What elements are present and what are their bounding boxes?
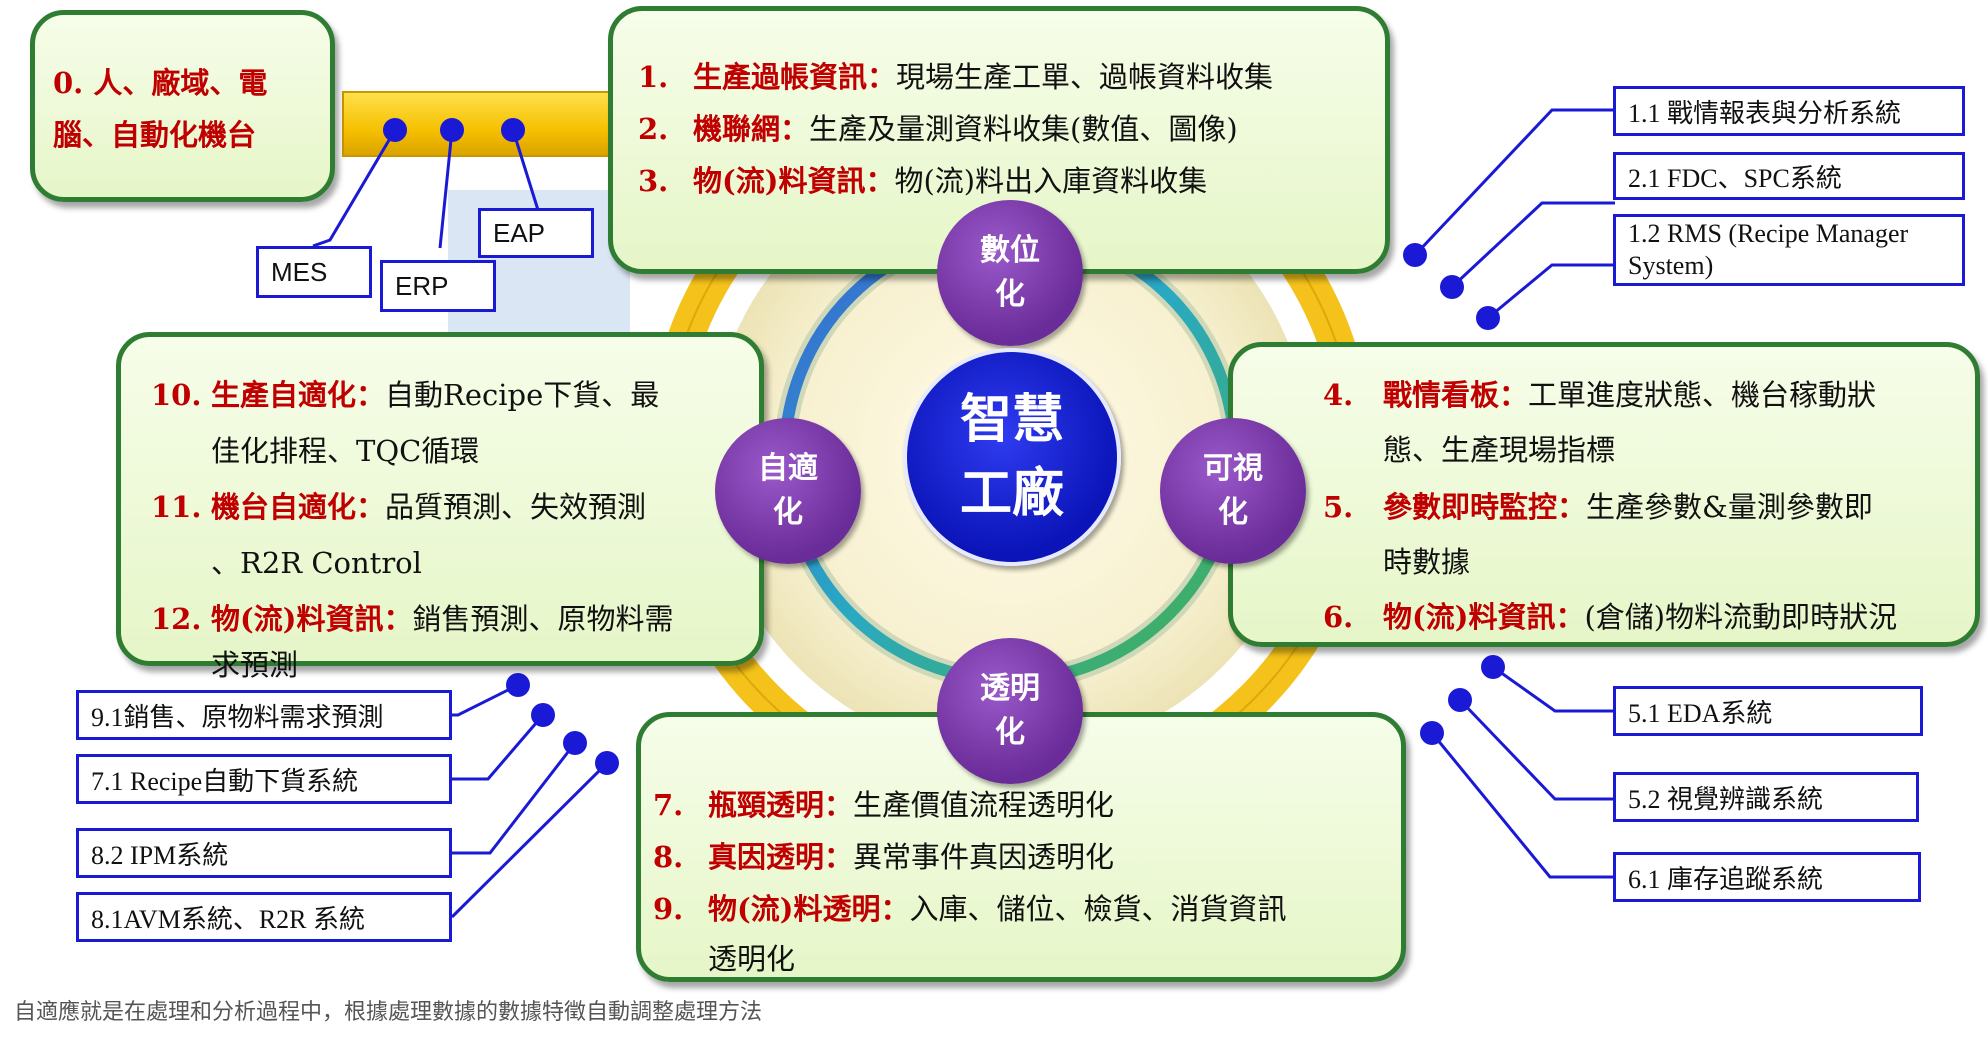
- system-erp: ERP: [380, 260, 496, 312]
- item-12: 12.物(流)料資訊：銷售預測、原物料需: [151, 602, 674, 636]
- item-4: 4.戰情看板：工單進度狀態、機台稼動狀: [1323, 378, 1877, 412]
- system-1-2-line-1: 1.2 RMS (Recipe Manager: [1628, 219, 1909, 248]
- node-digitization: 數位化: [937, 200, 1083, 346]
- system-6-1: 6.1 庫存追蹤系統: [1613, 852, 1921, 902]
- item-10: 10.生產自適化：自動Recipe下貨、最: [151, 378, 660, 412]
- system-1-2: 1.2 RMS (Recipe Manager System): [1613, 214, 1965, 286]
- node-adaptive: 自適化: [715, 418, 861, 564]
- system-1-1: 1.1 戰情報表與分析系統: [1613, 86, 1965, 136]
- item-11: 11.機台自適化：品質預測、失效預測: [151, 490, 647, 524]
- system-5-1: 5.1 EDA系統: [1613, 686, 1923, 736]
- center-smart-factory: 智慧工廠: [903, 348, 1121, 566]
- item-7: 7.瓶頸透明：生產價值流程透明化: [653, 788, 1115, 822]
- system-eap: EAP: [478, 208, 594, 258]
- item-2: 2.機聯網：生產及量測資料收集(數值、圖像): [638, 112, 1238, 146]
- item-3: 3.物(流)料資訊：物(流)料出入庫資料收集: [638, 164, 1208, 198]
- item-8: 8.真因透明：異常事件真因透明化: [653, 840, 1115, 874]
- node-transparency: 透明化: [937, 638, 1083, 784]
- system-2-1: 2.1 FDC、SPC系統: [1613, 152, 1965, 200]
- item-5: 5.參數即時監控：生產參數&量測參數即: [1323, 490, 1873, 524]
- item-1: 1.生產過帳資訊：現場生產工單、過帳資料收集: [638, 60, 1274, 94]
- box-0-line-2: 腦、自動化機台: [53, 118, 257, 152]
- item-10-continued: 佳化排程、TQC循環: [211, 434, 480, 468]
- system-9-1: 9.1銷售、原物料需求預測: [76, 690, 452, 740]
- item-12-continued: 求預測: [211, 648, 299, 682]
- box-0-people-equipment: 0. 人、廠域、電 腦、自動化機台: [30, 10, 335, 202]
- system-mes: MES: [256, 246, 372, 298]
- caption: 自適應就是在處理和分析過程中，根據處理數據的數據特徵自動調整處理方法: [14, 1000, 763, 1025]
- system-8-1: 8.1AVM系統、R2R 系統: [76, 892, 452, 942]
- system-8-2: 8.2 IPM系統: [76, 828, 452, 878]
- box-adaptive-items: 10.生產自適化：自動Recipe下貨、最 佳化排程、TQC循環 11.機台自適…: [116, 332, 764, 682]
- item-9-continued: 透明化: [708, 942, 796, 976]
- node-visualization: 可視化: [1160, 418, 1306, 564]
- box-0-line-1: 0. 人、廠域、電: [53, 66, 268, 100]
- connector-lines: [312, 108, 1615, 919]
- item-4-continued: 態、生產現場指標: [1383, 433, 1616, 467]
- box-digitization-items: 1.生產過帳資訊：現場生產工單、過帳資料收集 2.機聯網：生產及量測資料收集(數…: [608, 6, 1390, 274]
- item-9: 9.物(流)料透明：入庫、儲位、檢貨、消貨資訊: [653, 892, 1287, 926]
- item-5-continued: 時數據: [1383, 545, 1471, 579]
- item-11-continued: 、R2R Control: [211, 546, 422, 580]
- item-6: 6.物(流)料資訊：(倉儲)物料流動即時狀況: [1323, 600, 1898, 634]
- system-7-1: 7.1 Recipe自動下貨系統: [76, 754, 452, 804]
- system-1-2-line-2: System): [1628, 251, 1714, 280]
- connector-dots: [383, 118, 1505, 775]
- system-5-2: 5.2 視覺辨識系統: [1613, 772, 1919, 822]
- box-visualization-items: 4.戰情看板：工單進度狀態、機台稼動狀 態、生產現場指標 5.參數即時監控：生產…: [1228, 342, 1980, 647]
